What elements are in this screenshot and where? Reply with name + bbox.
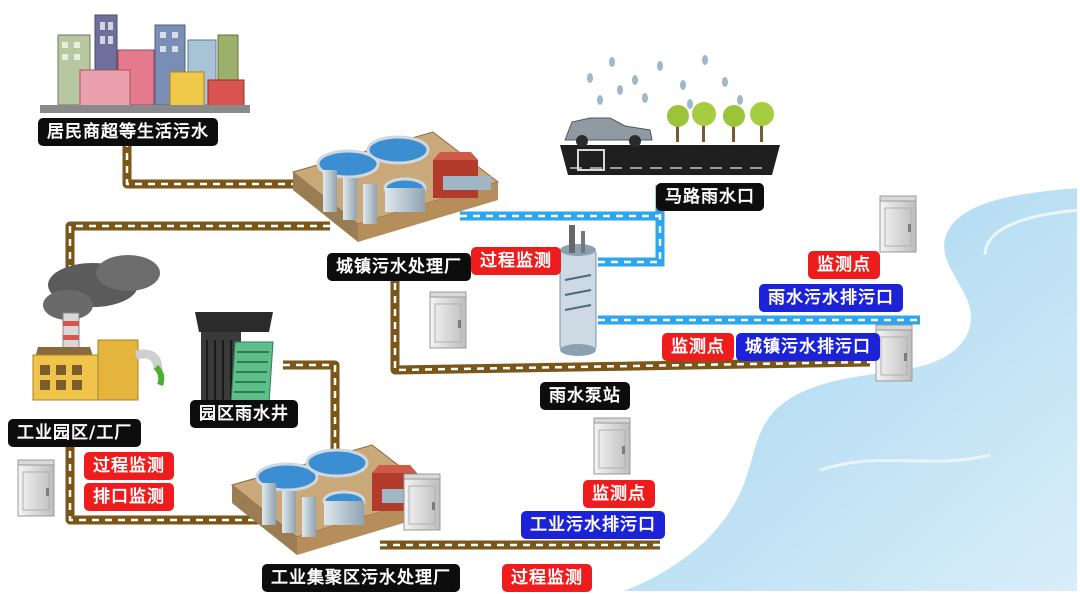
residential-label: 居民商超等生活污水	[38, 118, 218, 146]
sewage-pipes	[65, 140, 871, 550]
road-inlet-label: 马路雨水口	[656, 183, 764, 211]
town-plant-label: 城镇污水处理厂	[327, 253, 471, 281]
rain-outfall-label: 雨水污水排污口	[759, 284, 903, 312]
industrial-plant-monitor-badge: 过程监测	[502, 564, 592, 592]
industrial-process-monitor-badge: 过程监测	[84, 452, 174, 480]
monitor-cabinet-icon	[403, 473, 441, 531]
monitor-point-badge-3: 监测点	[583, 480, 655, 508]
monitor-cabinet-icon	[429, 291, 467, 349]
town-outfall-label: 城镇污水排污口	[736, 333, 880, 361]
town-plant-monitor-badge: 过程监测	[471, 247, 561, 275]
city-buildings-icon	[40, 14, 250, 113]
industrial-outfall-label: 工业污水排污口	[521, 511, 665, 539]
rain-well-icon	[195, 312, 274, 405]
factory-icon	[32, 255, 165, 401]
pump-station-icon	[559, 225, 597, 356]
monitor-point-badge-2: 监测点	[662, 333, 734, 361]
park-rain-well-label: 园区雨水井	[190, 400, 298, 428]
monitor-cabinet-icon	[875, 324, 913, 382]
monitor-cabinet-icon	[17, 459, 55, 517]
industrial-outlet-monitor-badge: 排口监测	[84, 483, 174, 511]
pump-station-label: 雨水泵站	[540, 382, 630, 410]
monitor-point-badge-1: 监测点	[808, 251, 880, 279]
rainy-road-icon	[560, 55, 780, 175]
monitor-cabinet-icon	[879, 195, 917, 253]
monitor-cabinet-icon	[593, 417, 631, 475]
industrial-park-label: 工业园区/工厂	[8, 419, 142, 447]
industrial-plant-label: 工业集聚区污水处理厂	[262, 564, 460, 592]
river	[599, 181, 1080, 594]
